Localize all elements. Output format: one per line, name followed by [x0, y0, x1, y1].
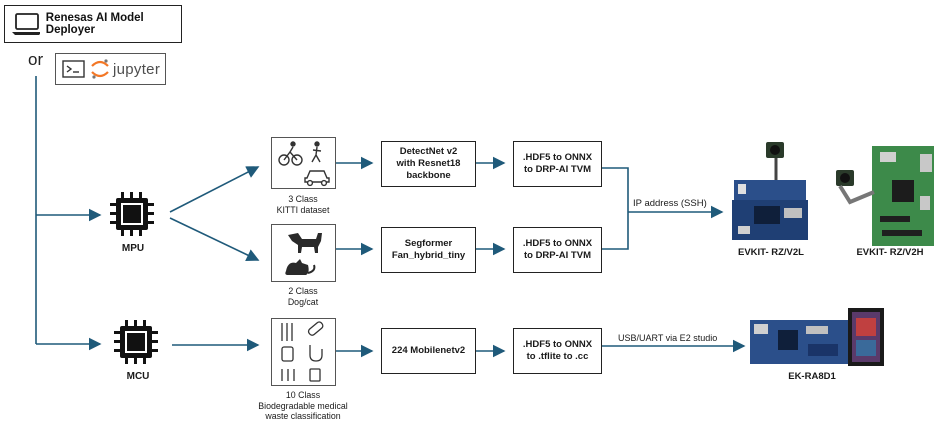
waste-dataset-label: 10 Class Biodegradable medical waste cla… — [258, 390, 348, 422]
jupyter-logo-icon — [91, 59, 109, 79]
usb-uart-label: USB/UART via E2 studio — [618, 333, 718, 343]
dogcat-dataset-label: 2 Class Dog/cat — [287, 286, 319, 307]
detectnet-model-box[interactable]: DetectNet v2 with Resnet18 backbone — [381, 141, 476, 187]
ip-address-label: IP address (SSH) — [633, 198, 707, 209]
mcu-chip-icon — [114, 320, 158, 364]
mpu-chip-icon — [110, 192, 154, 236]
mcu-label: MCU — [126, 371, 150, 382]
ek-ra8d1-label: EK-RA8D1 — [788, 371, 836, 382]
conversion-label-3: .HDF5 to ONNX to .tflite to .cc — [522, 339, 593, 362]
cyclist-pedestrian-car-icon — [271, 137, 336, 189]
conversion-box-2[interactable]: .HDF5 to ONNX to DRP-AI TVM — [513, 227, 602, 273]
conv1-to-merge-line — [602, 167, 629, 250]
mobilenet-model-box[interactable]: 224 Mobilenetv2 — [381, 328, 476, 374]
conversion-label-1: .HDF5 to ONNX to DRP-AI TVM — [522, 152, 593, 175]
jupyter-label: jupyter — [113, 60, 161, 78]
conversion-box-1[interactable]: .HDF5 to ONNX to DRP-AI TVM — [513, 141, 602, 187]
mpu-label: MPU — [121, 243, 145, 254]
mobilenet-model-label: 224 Mobilenetv2 — [391, 345, 466, 357]
evkit-rz-v2l-board-icon — [732, 142, 808, 240]
ek-ra8d1-board-icon — [750, 308, 884, 366]
evkit-rz-v2h-label: EVKIT- RZ/V2H — [856, 247, 924, 258]
evkit-rz-v2l-label: EVKIT- RZ/V2L — [738, 247, 804, 258]
model-deployer-label: Renesas AI Model Deployer — [45, 12, 144, 36]
dog-cat-icon — [271, 224, 336, 282]
terminal-icon — [62, 60, 85, 78]
model-deployer-box[interactable]: Renesas AI Model Deployer — [4, 5, 182, 43]
conversion-label-2: .HDF5 to ONNX to DRP-AI TVM — [522, 238, 593, 261]
mpu-to-kitti-line — [169, 166, 260, 213]
or-label: or — [28, 50, 44, 69]
segformer-model-label: Segformer Fan_hybrid_tiny — [391, 238, 466, 261]
jupyter-box[interactable]: jupyter — [55, 53, 166, 85]
detectnet-model-label: DetectNet v2 with Resnet18 backbone — [396, 146, 461, 181]
laptop-icon — [12, 13, 40, 35]
medical-waste-icon — [271, 318, 336, 386]
kitti-dataset-label: 3 Class KITTI dataset — [276, 194, 330, 215]
evkit-rz-v2h-board-icon — [836, 146, 934, 246]
segformer-model-box[interactable]: Segformer Fan_hybrid_tiny — [381, 227, 476, 273]
conversion-box-3[interactable]: .HDF5 to ONNX to .tflite to .cc — [513, 328, 602, 374]
mpu-to-dogcat-line — [169, 217, 260, 261]
